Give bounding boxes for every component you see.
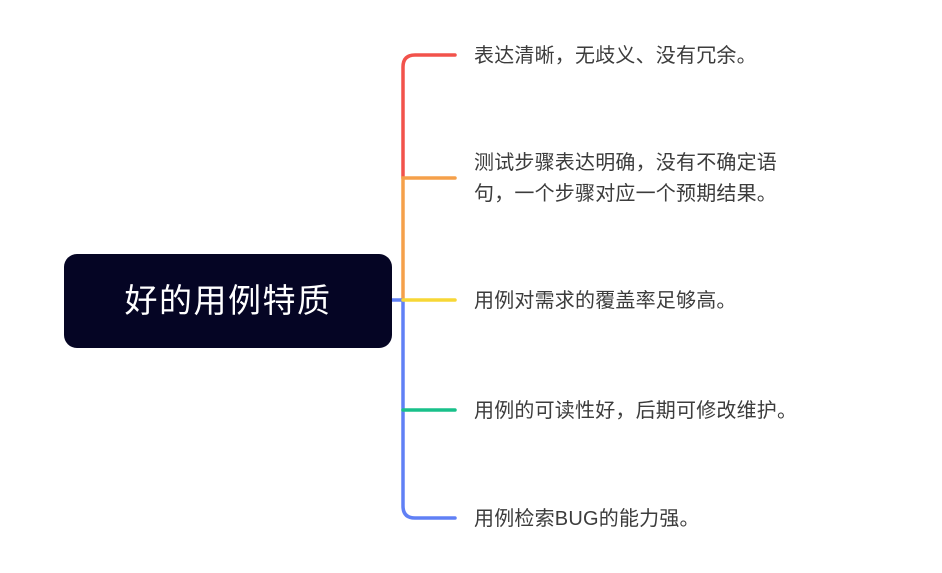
branch-label-1[interactable]: 表达清晰，无歧义、没有冗余。 [474, 45, 757, 67]
trunk-segment-red [401, 53, 457, 180]
trunk-segment-blue [401, 298, 457, 520]
branch-label-2[interactable]: 测试步骤表达明确，没有不确定语 句，一个步骤对应一个预期结果。 [474, 152, 777, 205]
trunk-segment-orange [401, 176, 457, 302]
branch-label-4[interactable]: 用例的可读性好，后期可修改维护。 [474, 400, 798, 422]
root-node-label: 好的用例特质 [124, 282, 332, 320]
root-node[interactable]: 好的用例特质 [64, 254, 392, 348]
branch-label-3[interactable]: 用例对需求的覆盖率足够高。 [474, 290, 737, 312]
branch-label-5[interactable]: 用例检索BUG的能力强。 [474, 508, 700, 530]
